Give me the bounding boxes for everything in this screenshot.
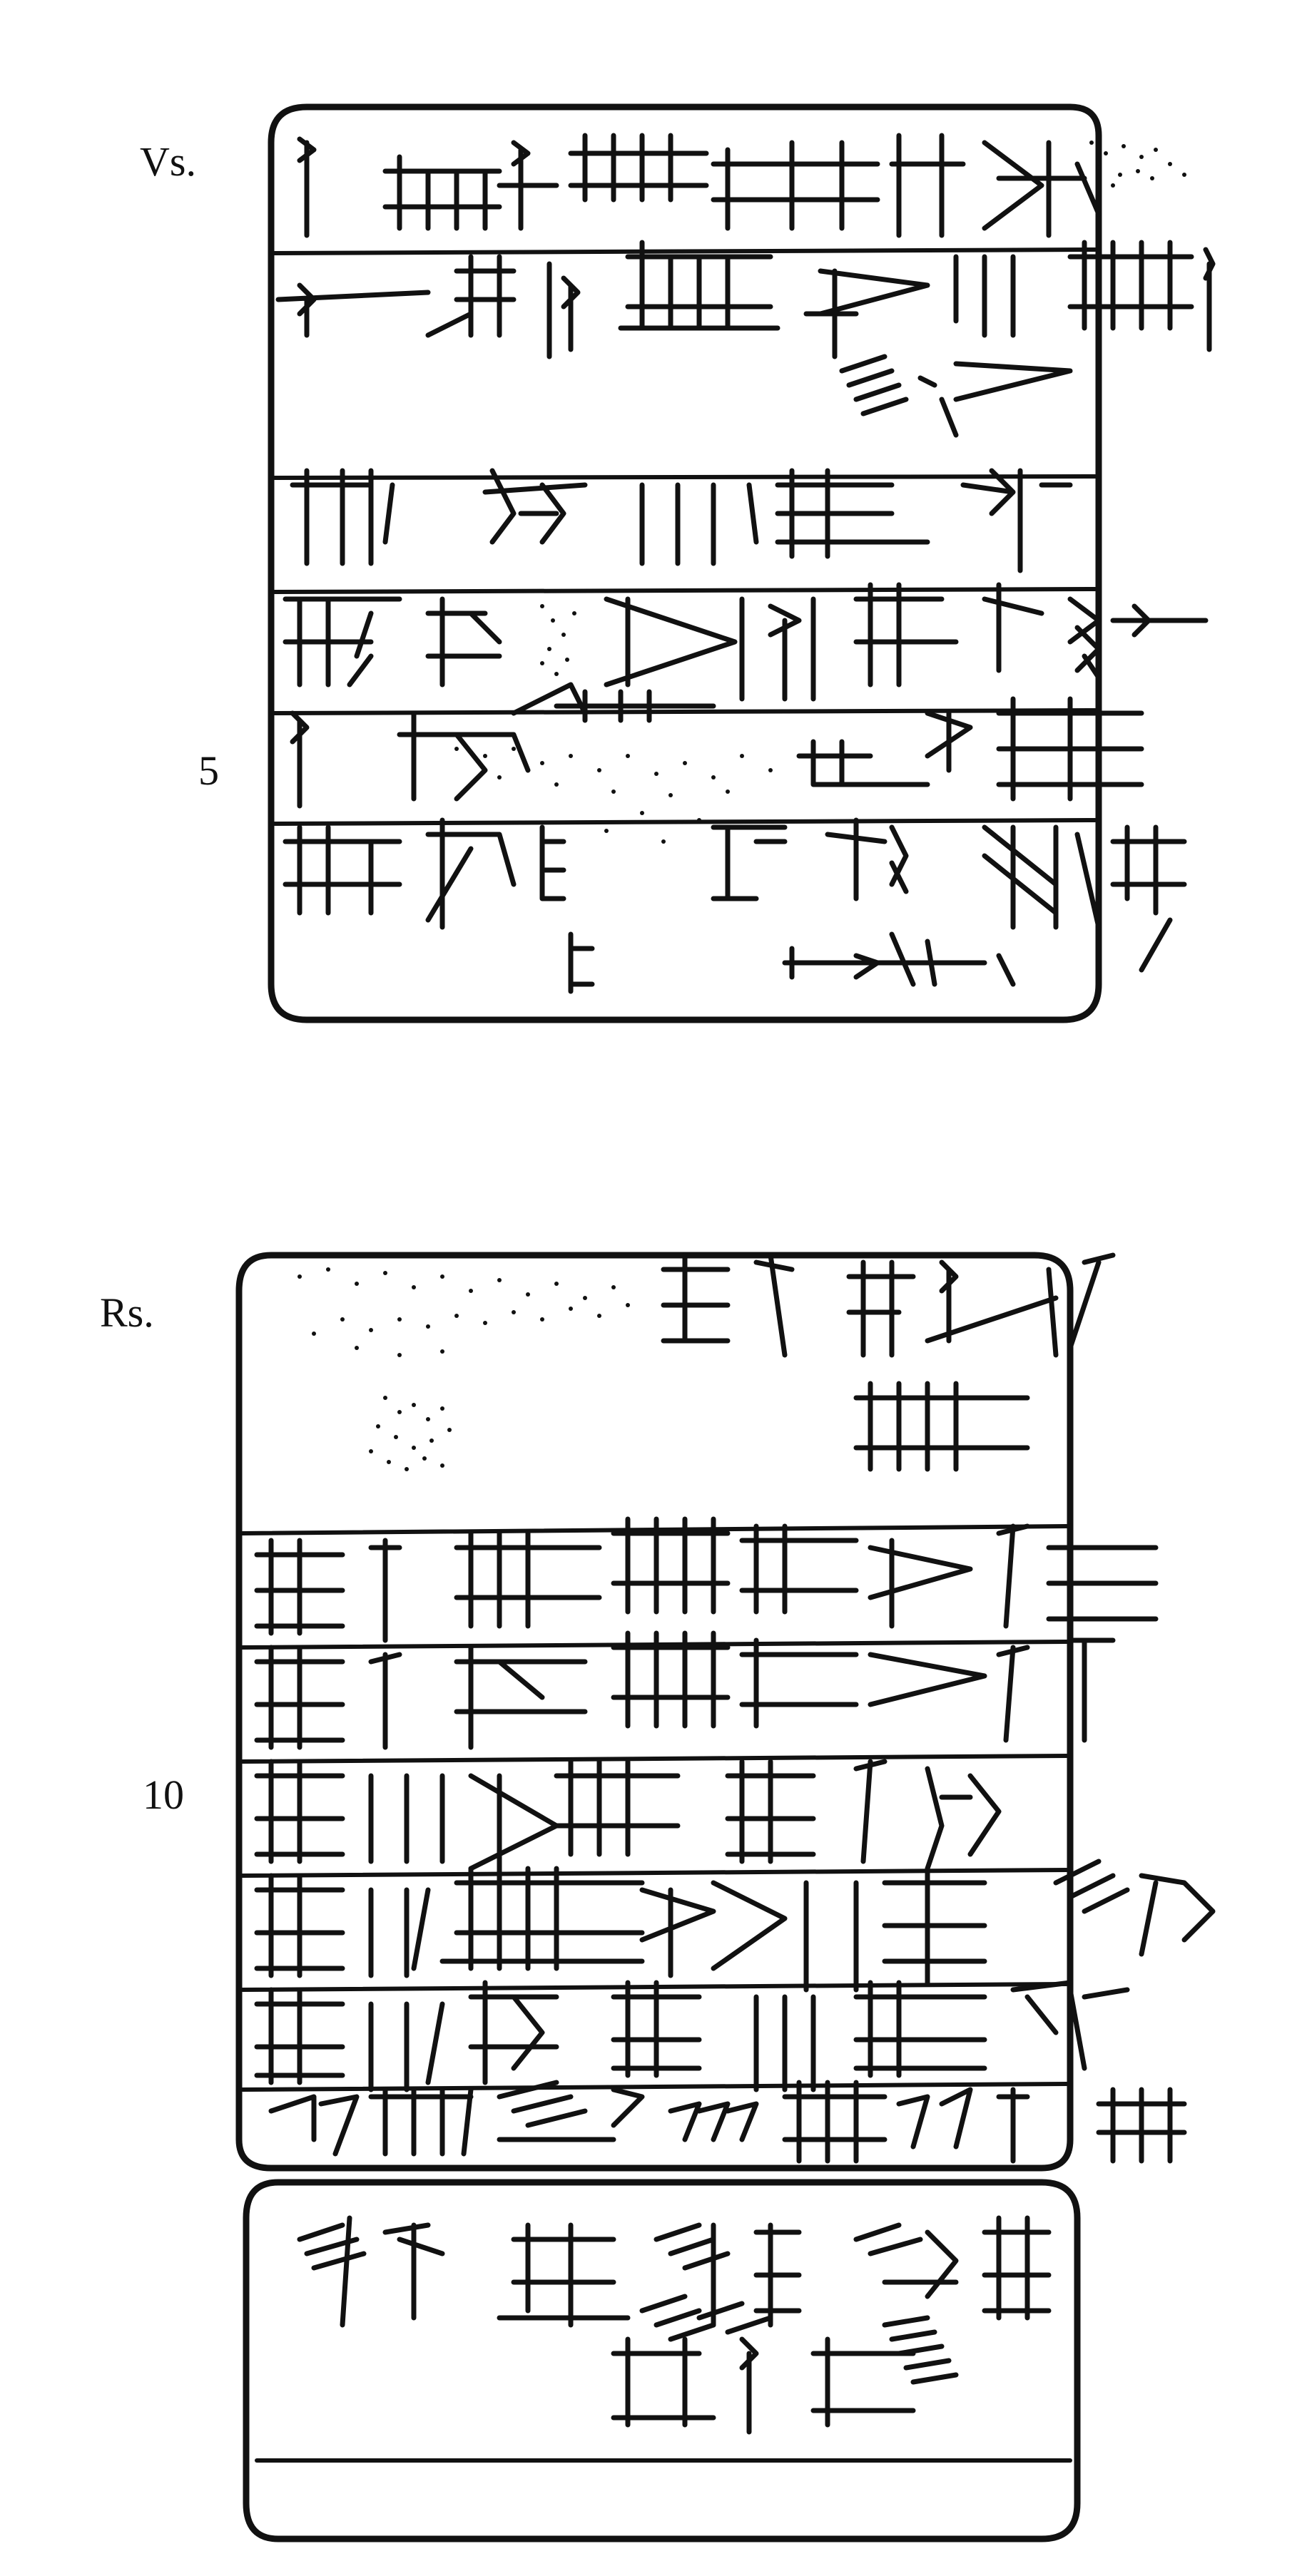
obverse-damage-stipple: [454, 140, 1186, 844]
line-number-10: 10: [143, 1772, 184, 1818]
lower-edge-outline: [243, 2179, 1081, 2542]
obverse-ruling-lines: [273, 247, 1097, 826]
reverse-damage-stipple: [297, 1267, 630, 1471]
reverse-tablet-outline: [235, 1252, 1074, 2172]
reverse-signs: [254, 1252, 1216, 2435]
line-number-5: 5: [198, 747, 219, 794]
reverse-label: Rs.: [100, 1289, 154, 1336]
obverse-signs: [275, 133, 1216, 994]
obverse-label: Vs.: [140, 138, 196, 185]
obverse-tablet-outline: [268, 103, 1102, 1023]
